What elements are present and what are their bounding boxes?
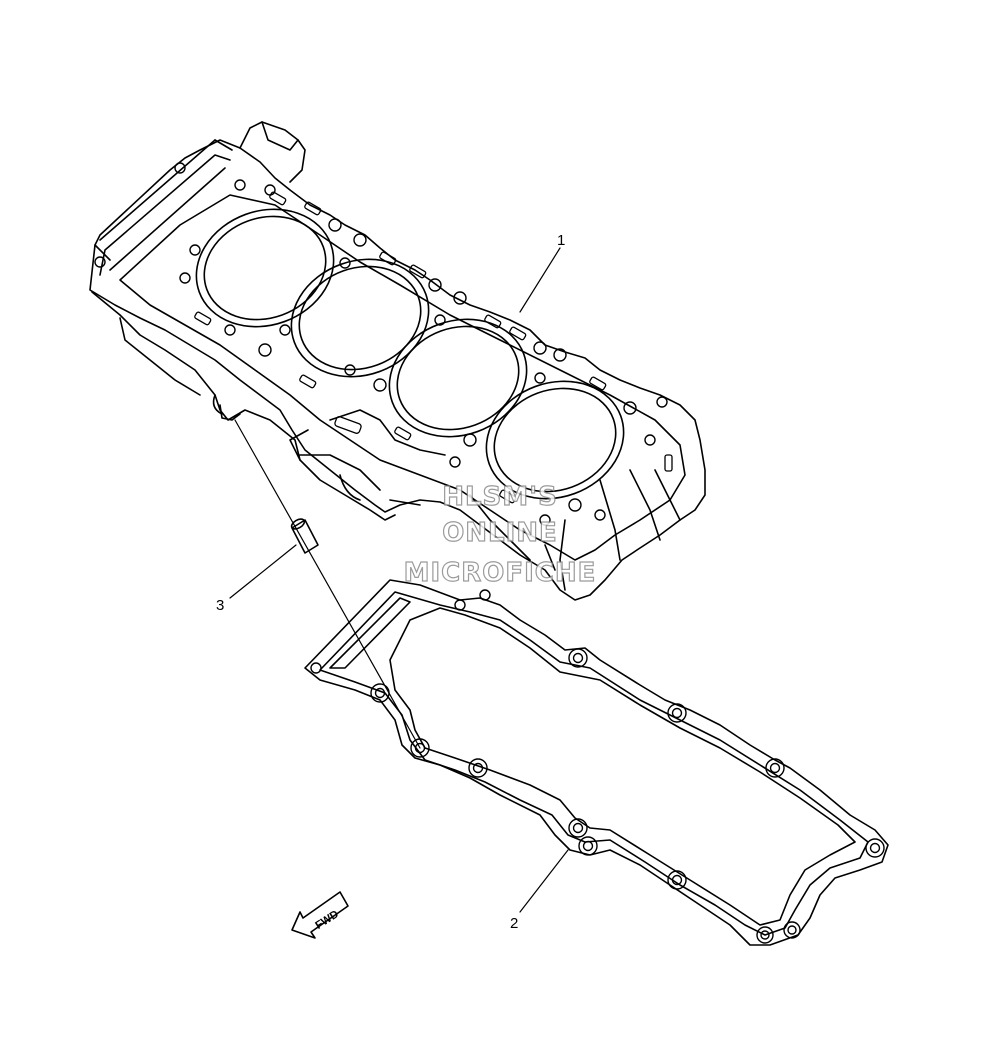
cylinder-block — [89, 121, 706, 601]
watermark-line-3: MICROFICHE — [403, 557, 597, 588]
watermark-line-2: ONLINE — [442, 517, 558, 548]
fwd-arrow-icon: FWD — [291, 891, 349, 939]
callout-part-3: 3 — [216, 597, 224, 614]
dowel-pin — [290, 518, 319, 554]
watermark-line-1: HLSM'S — [442, 481, 558, 512]
cylinder-gasket — [304, 579, 889, 946]
callout-part-2: 2 — [510, 915, 518, 932]
callout-part-1: 1 — [557, 232, 565, 249]
